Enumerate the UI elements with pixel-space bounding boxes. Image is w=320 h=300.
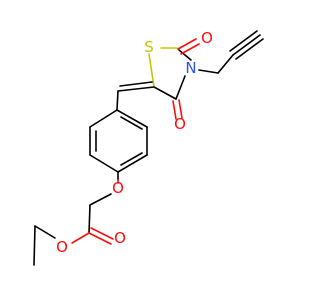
atom-label-s: S bbox=[144, 38, 154, 56]
bond-ar3-ar4 bbox=[117, 154, 148, 173]
bond-ethyl-ch2-ch3 bbox=[33, 225, 36, 266]
bond-c2-o-double-a bbox=[177, 38, 197, 50]
bond-ar6-ar1 bbox=[89, 109, 118, 128]
bond-carbonyl-o-double-a bbox=[88, 232, 112, 245]
bond-c4-n3 bbox=[175, 75, 186, 100]
atom-label-o-ester: O bbox=[56, 238, 68, 256]
atom-label-o-thiazolidine-c4: O bbox=[174, 115, 186, 133]
bond-c4-o-double-a bbox=[172, 100, 177, 120]
bond-ar1-ar2 bbox=[116, 109, 148, 128]
atom-label-o-thiazolidine-c2: O bbox=[201, 29, 213, 47]
bond-alkyne-triple-c bbox=[235, 38, 264, 60]
bond-alkyne-triple-a bbox=[232, 34, 261, 56]
atom-label-n: N bbox=[185, 59, 196, 77]
bond-ar4-ar5 bbox=[89, 154, 119, 173]
bond-s1-c5 bbox=[148, 53, 155, 88]
bond-o-ch2 bbox=[89, 193, 112, 206]
bond-c5-c4 bbox=[153, 86, 177, 100]
bond-c4-o-double-b bbox=[178, 99, 183, 119]
bond-n3-c2 bbox=[178, 49, 192, 61]
molecule-canvas: O O O O O S N bbox=[33, 29, 264, 266]
bond-carbonyl-o-double-b bbox=[90, 227, 114, 240]
bond-o-ethyl-ch2 bbox=[34, 225, 56, 239]
bond-c2-o-double-b bbox=[180, 43, 200, 55]
molecule-structure: O O O O O S N bbox=[33, 29, 264, 266]
bond-n3-ch2 bbox=[198, 69, 219, 74]
bond-c5-ch-double-a bbox=[117, 86, 155, 92]
bond-carbonyl-o-single bbox=[71, 232, 90, 244]
bond-ar-inner-2 bbox=[120, 152, 143, 166]
bond-alkyne-triple-b bbox=[229, 30, 258, 52]
bond-ar-inner-1 bbox=[120, 116, 143, 130]
bond-ch2-c-alkyne bbox=[217, 54, 234, 74]
atom-label-o-carbonyl: O bbox=[114, 229, 126, 247]
bond-ch2-carbonyl bbox=[88, 204, 91, 234]
atom-label-o-ether: O bbox=[112, 179, 124, 197]
bond-ch-ring bbox=[116, 90, 119, 111]
bond-c5-ch-double-b bbox=[119, 81, 153, 87]
